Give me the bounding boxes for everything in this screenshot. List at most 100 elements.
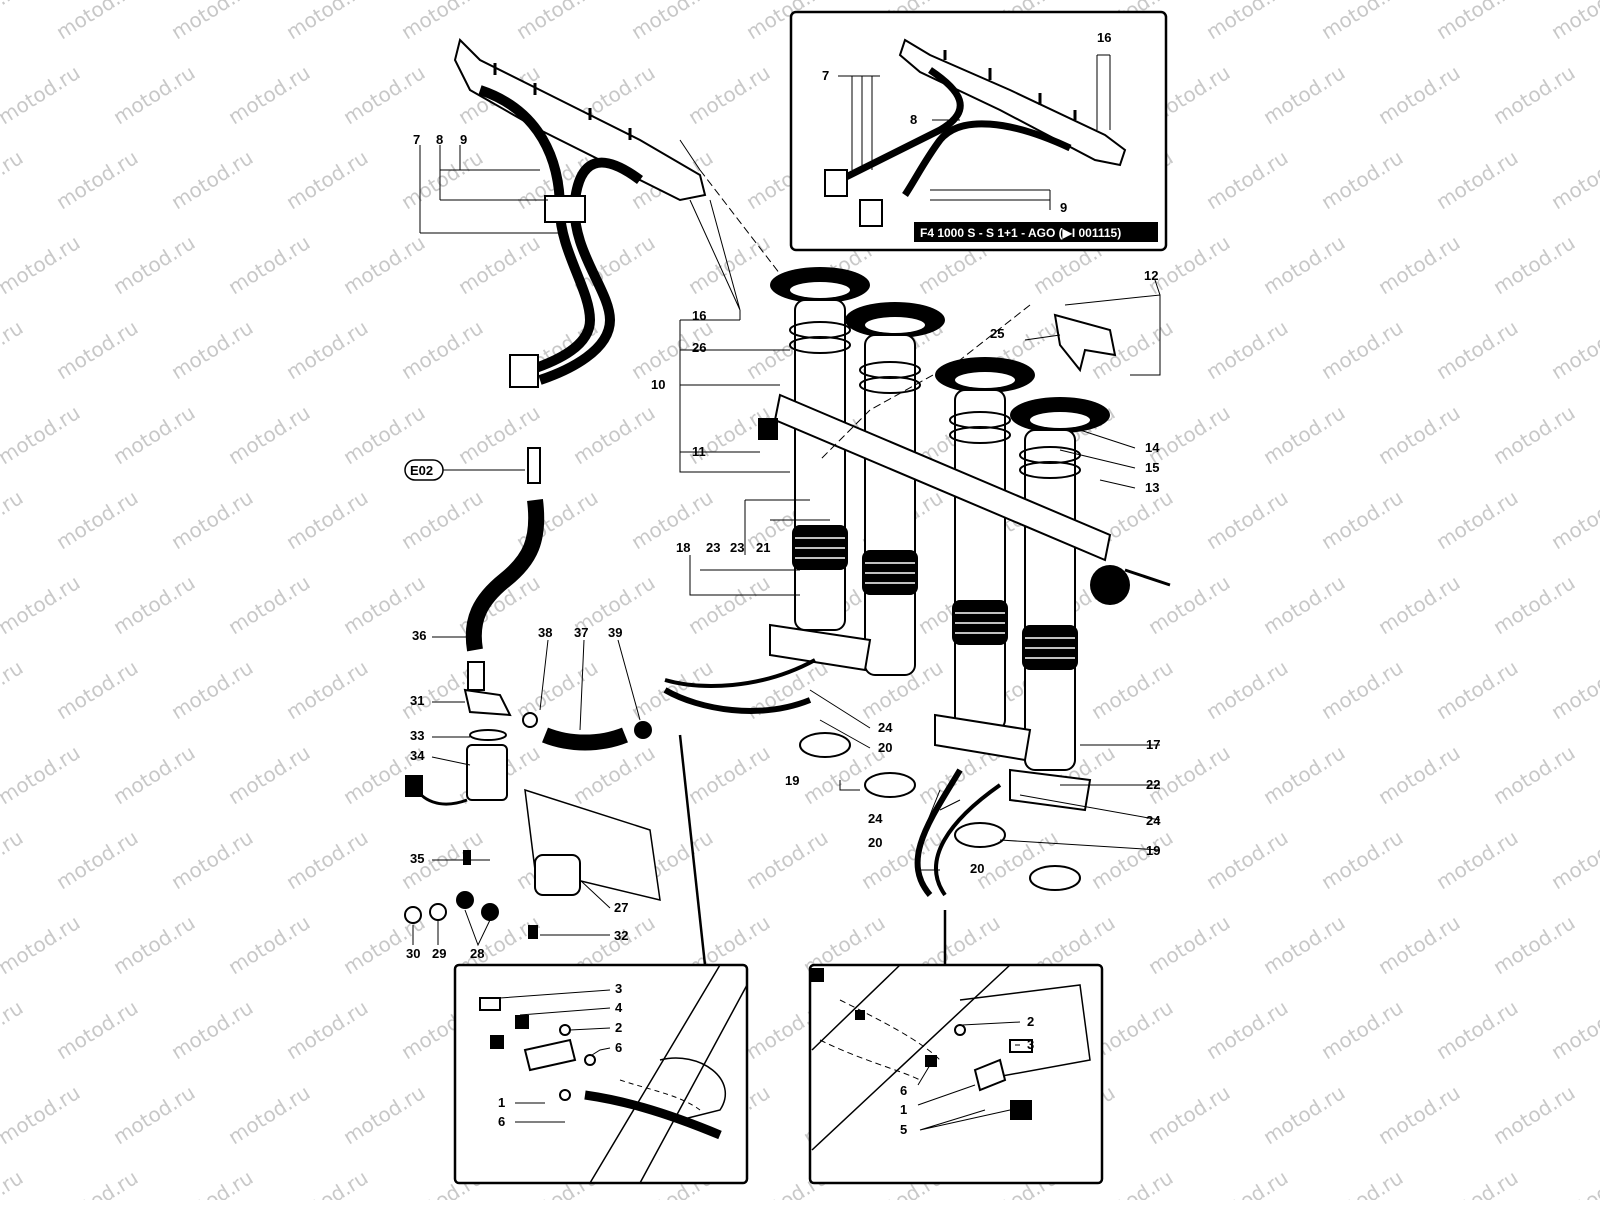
watermark-text: motod.ru	[1087, 825, 1178, 894]
watermark-text: motod.ru	[52, 655, 143, 724]
watermark-text: motod.ru	[627, 0, 718, 44]
watermark-text: motod.ru	[0, 0, 27, 44]
e02-badge: E02	[404, 459, 525, 481]
watermark-text: motod.ru	[1489, 570, 1580, 639]
watermark-text: motod.ru	[109, 910, 200, 979]
watermark-text: motod.ru	[0, 995, 27, 1064]
watermark-text: motod.ru	[224, 740, 315, 809]
inset-leader-16	[1096, 54, 1111, 130]
inset-bl-label-1: 1	[498, 1095, 505, 1110]
inset-br-label-6: 6	[900, 1083, 907, 1098]
watermark-text: motod.ru	[1144, 400, 1235, 469]
watermark-text: motod.ru	[167, 1165, 258, 1200]
watermark-text: motod.ru	[1202, 825, 1293, 894]
label-24c: 24	[1146, 813, 1161, 828]
watermark-text: motod.ru	[1259, 60, 1350, 129]
watermark-text: motod.ru	[1489, 400, 1580, 469]
label-14: 14	[1145, 440, 1160, 455]
leader-16	[679, 139, 741, 311]
watermark-text: motod.ru	[1259, 400, 1350, 469]
pointer-line-left	[678, 734, 707, 966]
velocity-stacks	[770, 267, 1110, 433]
label-36: 36	[412, 628, 426, 643]
watermark-text: motod.ru	[1432, 825, 1523, 894]
label-26: 26	[692, 340, 706, 355]
inset-fitting-2	[859, 199, 883, 227]
injector-mounts	[493, 63, 632, 140]
watermark-text: motod.ru	[1374, 230, 1465, 299]
inset-label-16: 16	[1097, 30, 1111, 45]
watermark-text: motod.ru	[1202, 145, 1293, 214]
watermark-text: motod.ru	[1547, 1165, 1600, 1200]
inset-br-label-2: 2	[1027, 1014, 1034, 1029]
inset-bottom-right: 2 3 6 1 5	[808, 963, 1104, 1185]
watermark-text: motod.ru	[569, 400, 660, 469]
pump-outlet	[467, 661, 485, 691]
watermark-text: motod.ru	[397, 145, 488, 214]
watermark-text: motod.ru	[339, 400, 430, 469]
label-13: 13	[1145, 480, 1159, 495]
watermark-text: motod.ru	[52, 145, 143, 214]
inset-br-label-3: 3	[1027, 1037, 1034, 1052]
vacuum-hoses	[799, 732, 1081, 897]
watermark-text: motod.ru	[167, 825, 258, 894]
watermark-text: motod.ru	[1489, 230, 1580, 299]
watermark-text: motod.ru	[109, 400, 200, 469]
pump-cover-31	[463, 688, 512, 717]
watermark-text: motod.ru	[1432, 995, 1523, 1064]
watermark-text: motod.ru	[1489, 60, 1580, 129]
inset-hose-2	[902, 120, 1072, 197]
watermark-text: motod.ru	[282, 995, 373, 1064]
watermark-text: motod.ru	[224, 400, 315, 469]
watermark-text: motod.ru	[1374, 740, 1465, 809]
inset-bl-label-2: 2	[615, 1020, 622, 1035]
inset-bottom-left: 3 4 2 6 1 6	[453, 963, 749, 1185]
watermark-text: motod.ru	[52, 825, 143, 894]
grommet-28a	[456, 891, 474, 909]
watermark-text: motod.ru	[167, 315, 258, 384]
watermark-text: motod.ru	[52, 0, 143, 44]
inset-caption-box	[914, 222, 1158, 242]
gasket-33	[469, 729, 507, 741]
watermark-text: motod.ru	[1317, 145, 1408, 214]
throttle-linkage-rail	[773, 393, 1112, 562]
label-33: 33	[410, 728, 424, 743]
watermark-text: motod.ru	[109, 1080, 200, 1149]
label-16: 16	[692, 308, 706, 323]
screw-32	[528, 925, 538, 939]
inset-top-frame	[789, 10, 1168, 252]
watermark-text: motod.ru	[1547, 485, 1600, 554]
inset-br-label-5: 5	[900, 1122, 907, 1137]
return-hose	[663, 687, 812, 714]
watermark-text: motod.ru	[109, 60, 200, 129]
watermark-text: motod.ru	[224, 910, 315, 979]
inset-bl-label-4: 4	[615, 1000, 623, 1015]
label-24a: 24	[878, 720, 893, 735]
inset-caption: F4 1000 S - S 1+1 - AGO (▶I 001115)	[920, 226, 1121, 240]
watermark-text: motod.ru	[282, 315, 373, 384]
clamp-38	[522, 712, 538, 728]
inset-br-label-1: 1	[900, 1102, 907, 1117]
watermark-text: motod.ru	[167, 655, 258, 724]
watermark-text: motod.ru	[0, 910, 84, 979]
watermark-text: motod.ru	[684, 230, 775, 299]
watermark-text: motod.ru	[569, 740, 660, 809]
inset-hose-1	[838, 67, 964, 184]
fuel-hose-a	[478, 85, 596, 375]
label-12: 12	[1144, 268, 1158, 283]
inset-label-9: 9	[1060, 200, 1067, 215]
inset-leader-9	[930, 189, 1051, 210]
grommet-28b	[481, 903, 499, 921]
boot-ribs	[795, 537, 1075, 659]
label-34: 34	[410, 748, 425, 763]
watermark-text: motod.ru	[0, 740, 84, 809]
inset-fitting-1	[824, 169, 848, 197]
watermark-text: motod.ru	[0, 315, 27, 384]
label-32: 32	[614, 928, 628, 943]
watermark-text: motod.ru	[1202, 655, 1293, 724]
label-37: 37	[574, 625, 588, 640]
inset-fuel-rail	[898, 38, 1127, 167]
throttle-sensor	[1090, 565, 1130, 605]
label-19a: 19	[785, 773, 799, 788]
